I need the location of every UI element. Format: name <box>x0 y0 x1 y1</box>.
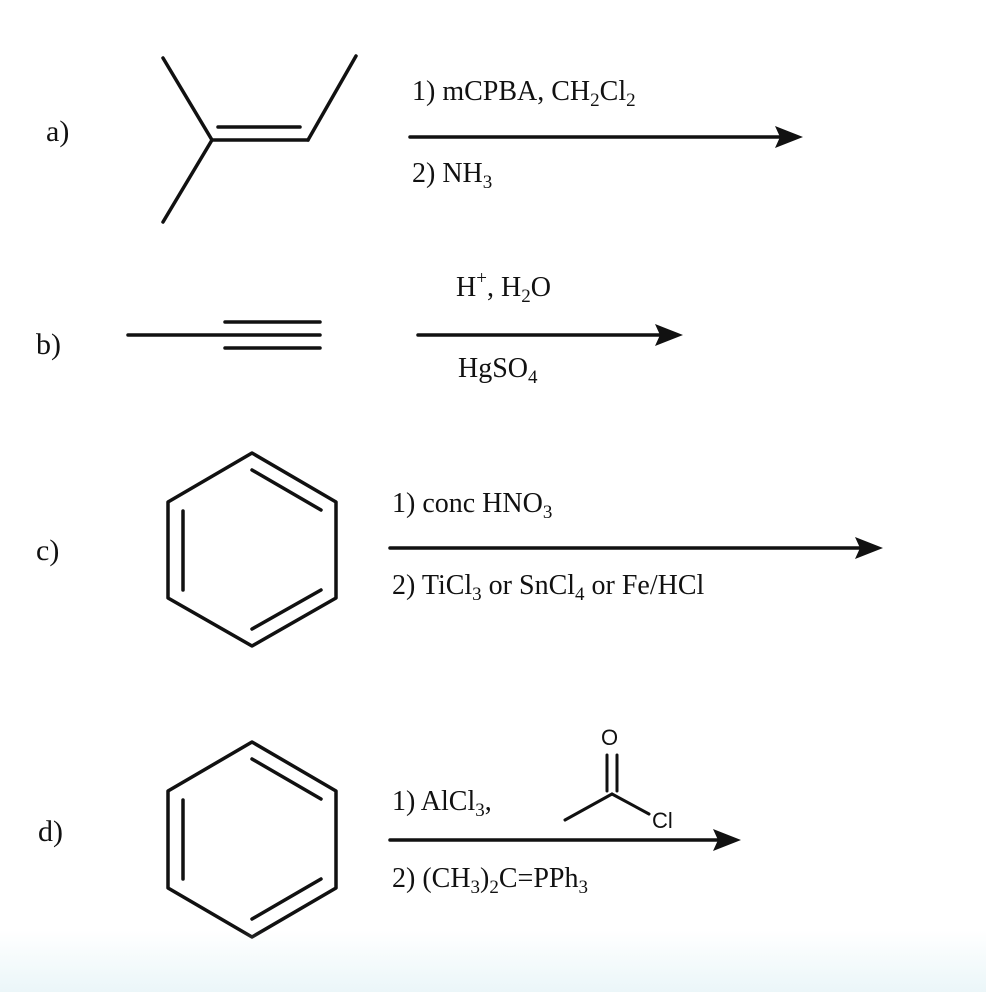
conditions-b-below: HgSO4 <box>458 353 538 388</box>
conditions-d-below: 2) (CH3)2C=PPh3 <box>392 863 588 898</box>
molecule-d-benzene <box>166 740 338 939</box>
molecule-b-propyne <box>126 320 322 350</box>
reaction-label-d: d) <box>38 815 63 848</box>
molecule-a-2-methyl-2-butene <box>161 54 358 224</box>
reaction-label-a: a) <box>46 115 70 148</box>
conditions-b-above: H+, H2O <box>456 268 551 307</box>
acetyl-chloride-structure <box>563 753 651 822</box>
conditions-c-above: 1) conc HNO3 <box>392 488 553 523</box>
arrowhead-a <box>775 126 803 148</box>
arrowhead-b <box>655 324 683 346</box>
reaction-label-c: c) <box>36 534 60 567</box>
acyl-oxygen-label: O <box>601 725 619 750</box>
conditions-c-below: 2) TiCl3 or SnCl4 or Fe/HCl <box>392 570 705 605</box>
arrowhead-c <box>855 537 883 559</box>
conditions-d-above: 1) AlCl3, <box>392 786 492 821</box>
bottom-fade <box>0 930 986 992</box>
arrowhead-d <box>713 829 741 851</box>
conditions-a-above: 1) mCPBA, CH2Cl2 <box>412 76 636 111</box>
reaction-label-b: b) <box>36 328 61 361</box>
conditions-a-below: 2) NH3 <box>412 158 493 193</box>
molecule-c-benzene <box>166 451 338 648</box>
acyl-chlorine-label: Cl <box>652 808 673 833</box>
